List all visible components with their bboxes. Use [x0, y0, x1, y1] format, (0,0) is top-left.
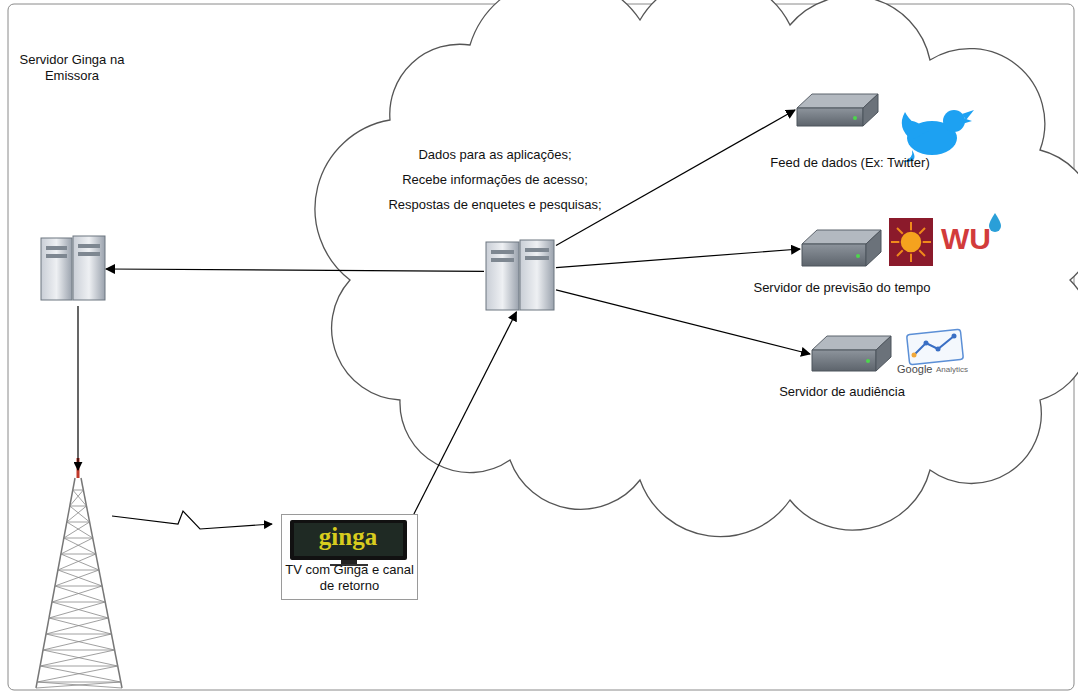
node-label: Servidor de previsão do tempo	[722, 280, 962, 296]
server-node: Servidor de audiência	[810, 333, 892, 375]
tower-brace	[36, 682, 121, 688]
tower-brace	[40, 650, 114, 666]
logo-text: WU	[941, 222, 1003, 256]
weather-underground-logo	[936, 213, 1006, 268]
tower-brace	[70, 490, 84, 506]
tower-brace	[61, 538, 93, 554]
connector-arrow	[414, 312, 517, 514]
tower-brace	[52, 602, 108, 618]
server-tower-icon	[486, 240, 554, 310]
tower-brace	[70, 506, 90, 522]
tower-brace	[49, 618, 108, 619]
server-node: Feed de dados (Ex: Twitter)	[795, 92, 879, 128]
logo-text: Analytics	[936, 365, 978, 375]
tower-brace	[37, 682, 121, 683]
node-label: Servidor Ginga na Emissora	[18, 52, 126, 84]
tower-brace	[46, 634, 111, 635]
tower-brace	[67, 522, 90, 523]
tower-brace	[73, 490, 87, 506]
server-node: Servidor de previsão do tempo	[800, 228, 882, 270]
node-label: Respostas de enquetes e pesquisas;	[345, 197, 645, 213]
tower-brace	[64, 522, 90, 538]
broadcast-arrow	[77, 306, 78, 470]
tower-brace	[49, 618, 111, 634]
tower-brace	[61, 554, 99, 570]
tower-brace	[43, 650, 115, 651]
tower-brace	[64, 538, 96, 554]
tower-brace	[43, 650, 118, 666]
node-label: Recebe informações de acesso;	[345, 172, 645, 188]
tower-brace	[55, 586, 102, 587]
twitter-logo	[902, 110, 974, 162]
tower-brace	[43, 634, 111, 650]
tower-brace	[58, 570, 99, 571]
connector-arrow	[106, 269, 484, 271]
tower-brace	[58, 554, 96, 570]
connector-arrow	[556, 249, 800, 268]
tower-brace	[40, 666, 121, 682]
rack-server-icon	[812, 336, 891, 371]
tower-brace	[46, 618, 108, 634]
server-tower-icon	[41, 236, 105, 300]
cloud	[315, 0, 1078, 537]
tower-brace	[52, 586, 102, 602]
server-node: Servidor Ginga na Emissora	[40, 236, 106, 302]
tower-brace	[40, 666, 118, 667]
server-node: Dados para as aplicações;Recebe informaç…	[484, 238, 556, 312]
tower-brace	[67, 522, 93, 538]
radio-signal	[112, 511, 272, 529]
tower-brace	[61, 554, 96, 555]
rack-server-icon	[802, 230, 881, 266]
node-label: Servidor de audiência	[752, 384, 932, 400]
transmission-tower	[36, 458, 122, 688]
node-label: Dados para as aplicações;	[345, 147, 645, 163]
weather-sun-logo	[889, 218, 933, 266]
tower-brace	[55, 570, 99, 586]
node-label: TV com Ginga e canal de retorno	[283, 562, 416, 594]
tv-icon	[290, 520, 407, 566]
tower-brace	[37, 666, 118, 682]
tower-brace	[73, 490, 84, 491]
tower-brace	[70, 506, 87, 507]
tower-brace	[55, 586, 105, 602]
tower-brace	[67, 506, 87, 522]
node-label: Feed de dados (Ex: Twitter)	[745, 155, 955, 171]
tv-logo-text: ginga	[296, 522, 400, 552]
rack-server-icon	[797, 94, 878, 126]
tower-brace	[58, 570, 102, 586]
tower-brace	[46, 634, 115, 650]
analytics-logo	[907, 329, 964, 364]
connector-arrow	[556, 110, 795, 245]
connector-arrow	[556, 290, 810, 354]
logo-text: Google	[897, 363, 937, 376]
tower-brace	[49, 602, 105, 618]
tower-brace	[52, 602, 105, 603]
tower-brace	[64, 538, 93, 539]
